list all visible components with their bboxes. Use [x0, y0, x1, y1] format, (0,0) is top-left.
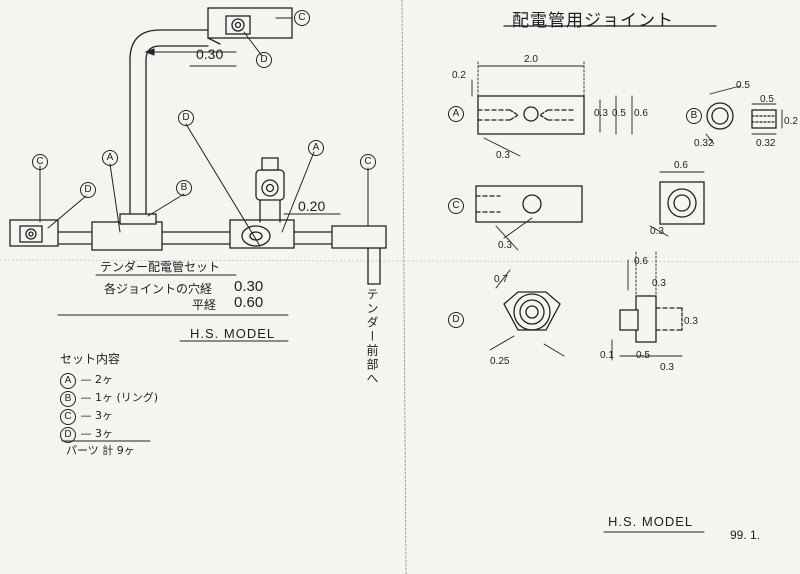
part-label-b: B [686, 108, 702, 124]
dim-b-thick: 0.2 [784, 116, 798, 127]
dim-d-bore: 0.3 [684, 316, 698, 327]
callout-d-top: D [256, 52, 272, 68]
contents-qty-d: — 3ヶ [80, 427, 113, 440]
contents-mark-b: B [60, 391, 76, 407]
dim-a-length: 2.0 [524, 54, 538, 65]
contents-qty-a: — 2ヶ [80, 373, 113, 386]
dim-b-side: 0.32 [756, 138, 776, 149]
dim-d-across: 0.7 [494, 274, 508, 285]
callout-a-left: A [102, 150, 118, 166]
contents-item-a: A — 2ヶ [60, 370, 113, 389]
dim-0.30 [144, 48, 237, 67]
contents-item-b: B — 1ヶ (リング) [60, 388, 158, 407]
contents-title: セット内容 [60, 352, 121, 366]
set-title: テンダー配電管セット [100, 260, 221, 274]
part-label-d: D [448, 312, 464, 328]
dim-d-body: 0.5 [636, 350, 650, 361]
dim-d-head: 0.3 [652, 278, 666, 289]
maker-left: H.S. MODEL [190, 326, 276, 341]
contents-qty-c: — 3ヶ [80, 409, 113, 422]
contents-mark-a: A [60, 373, 76, 389]
part-d-nut-dims [489, 269, 565, 357]
dim-c-pitch: 0.3 [498, 240, 512, 251]
contents-qty-b: — 1ヶ (リング) [80, 391, 159, 404]
part-a-dims [471, 61, 633, 157]
contents-item-c: C — 3ヶ [60, 406, 113, 425]
dim-d-thread: 0.25 [490, 356, 510, 367]
callout-c-top: C [294, 10, 310, 26]
left-underlines [57, 274, 289, 442]
pipe-assembly [9, 7, 387, 285]
dim-c-square: 0.6 [674, 160, 688, 171]
dim-c-hole: 0.3 [650, 226, 664, 237]
part-c-square-dims [649, 171, 705, 237]
part-b-view [706, 102, 777, 130]
vertical-note: テンダー前部へ [365, 288, 379, 386]
part-c-square-view [659, 181, 705, 225]
drawing-date: 99. 1. [730, 528, 761, 542]
spec-hole-label: 各ジョイントの穴経 [104, 282, 213, 296]
callout-c-right: C [360, 154, 376, 170]
part-d-side-dims [611, 251, 683, 361]
part-b-dims [705, 85, 783, 145]
maker-right: H.S. MODEL [608, 514, 694, 529]
dim-a-pitch: 0.3 [496, 150, 510, 161]
dim-a-hole: 0.3 [594, 108, 608, 119]
part-d-side-view [619, 295, 683, 343]
dim-b-outer: 0.5 [736, 80, 750, 91]
dim-d-lip: 0.1 [600, 350, 614, 361]
part-d-nut-view [503, 291, 561, 331]
callout-d-mid: D [178, 110, 194, 126]
dim-b-inner: 0.32 [694, 138, 714, 149]
dim-d-width: 0.6 [634, 256, 648, 267]
callout-d-left: D [80, 182, 96, 198]
part-c-view [475, 185, 583, 223]
fold-line [401, 0, 407, 574]
parts-total: パーツ 計 9ヶ [66, 444, 135, 457]
callout-b: B [176, 180, 192, 196]
spec-hole-value: 0.30 [234, 278, 264, 295]
dim-label-0.30: 0.30 [196, 46, 224, 62]
dim-d-end: 0.3 [660, 362, 674, 373]
dim-a-height: 0.6 [634, 108, 648, 119]
part-label-c: C [448, 198, 464, 214]
callout-c-left: C [32, 154, 48, 170]
dim-a-flat: 0.5 [612, 108, 626, 119]
callout-leaders [39, 17, 369, 247]
callout-a-right: A [308, 140, 324, 156]
dim-b-width: 0.5 [760, 94, 774, 105]
contents-item-d: D — 3ヶ [60, 424, 113, 443]
part-a-view [477, 95, 585, 135]
right-title: 配電管用ジョイント [512, 11, 674, 31]
dim-label-0.20: 0.20 [298, 198, 326, 214]
fold-line-horizontal [0, 259, 800, 263]
contents-mark-c: C [60, 409, 76, 425]
dim-a-offset: 0.2 [452, 70, 466, 81]
spec-flat-label: 平経 [192, 298, 217, 312]
part-c-dims [495, 217, 533, 251]
spec-flat-value: 0.60 [234, 294, 264, 311]
contents-mark-d: D [60, 427, 76, 443]
part-label-a: A [448, 106, 464, 122]
